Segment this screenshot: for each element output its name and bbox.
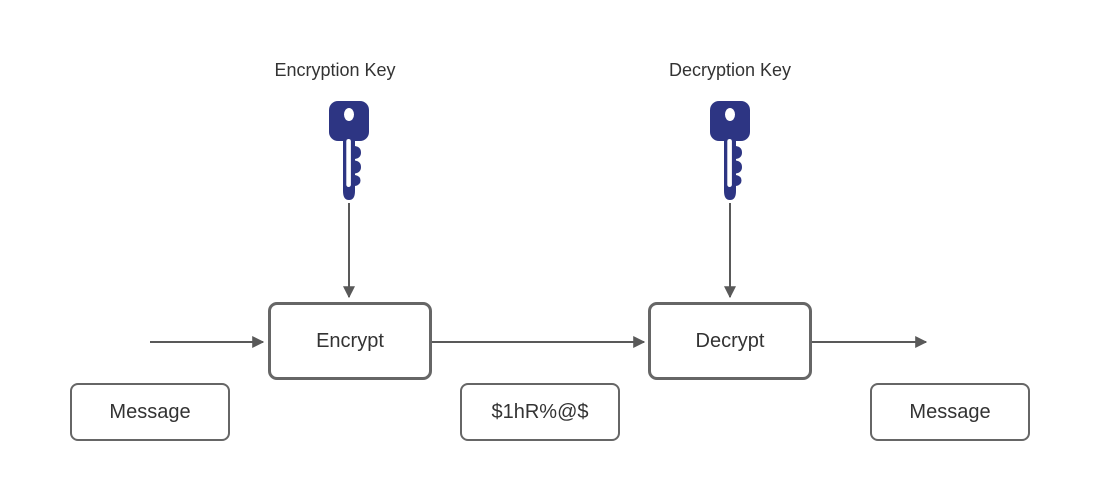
message-in-node: Message <box>70 383 230 441</box>
decrypt-node-label: Decrypt <box>695 329 765 352</box>
ciphertext-node: $1hR%@$ <box>460 383 620 441</box>
encryption-key-label: Encryption Key <box>274 60 396 80</box>
message-in-label: Message <box>109 400 191 423</box>
message-out-label: Message <box>909 400 991 423</box>
key-slot <box>346 139 351 187</box>
key-slot <box>727 139 732 187</box>
message-out-node: Message <box>870 383 1030 441</box>
key-icon <box>329 101 369 200</box>
key-icon <box>710 101 750 200</box>
decryption-key-label: Decryption Key <box>668 60 792 80</box>
encrypt-node: Encrypt <box>268 302 432 380</box>
key-hole <box>725 108 735 121</box>
key-hole <box>344 108 354 121</box>
ciphertext-label: $1hR%@$ <box>491 400 589 423</box>
decrypt-node: Decrypt <box>648 302 812 380</box>
encrypt-node-label: Encrypt <box>316 329 384 352</box>
